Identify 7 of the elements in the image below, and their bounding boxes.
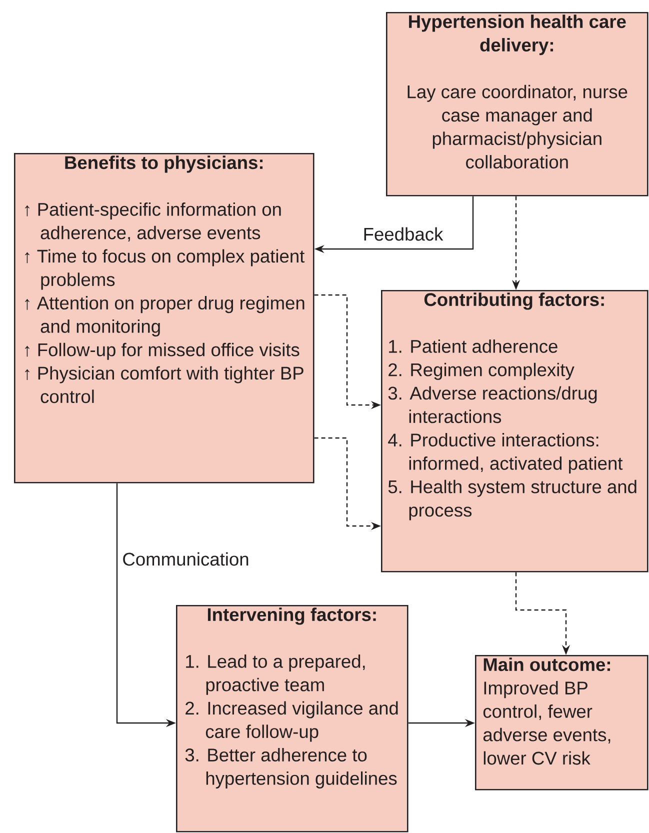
factor-box: Intervening factors: 1. Lead to a prepared, proactive team 2. Increased vigilance and care follow-up 3. Better adherence to hypertension guidelines: [176, 605, 408, 832]
factor-box: Hypertension health care delivery: Lay care coordinator, nurse case manager and pharmacist/physician collaboration: [386, 12, 648, 196]
factor-box: Benefits to physicians: ↑ Patient-specific information on adherence, adverse events ↑ Time to focus on complex patient problems ↑ Attention on proper drug regimen and monitoring ↑ Follow-up for missed office visits ↑ Physician comfort with tighter BP control: [14, 153, 314, 484]
edge-label: Feedback: [362, 226, 444, 242]
edge-label: Communication: [121, 551, 250, 567]
factor-box: Main outcome: Improved BP control, fewer adverse events, lower CV risk: [475, 655, 648, 790]
factor-box: Contributing factors: 1. Patient adherence 2. Regimen complexity 3. Adverse reactions/drug interactions 4. Productive interactions: informed, activated patient 5. Health system structure and process: [381, 290, 648, 572]
